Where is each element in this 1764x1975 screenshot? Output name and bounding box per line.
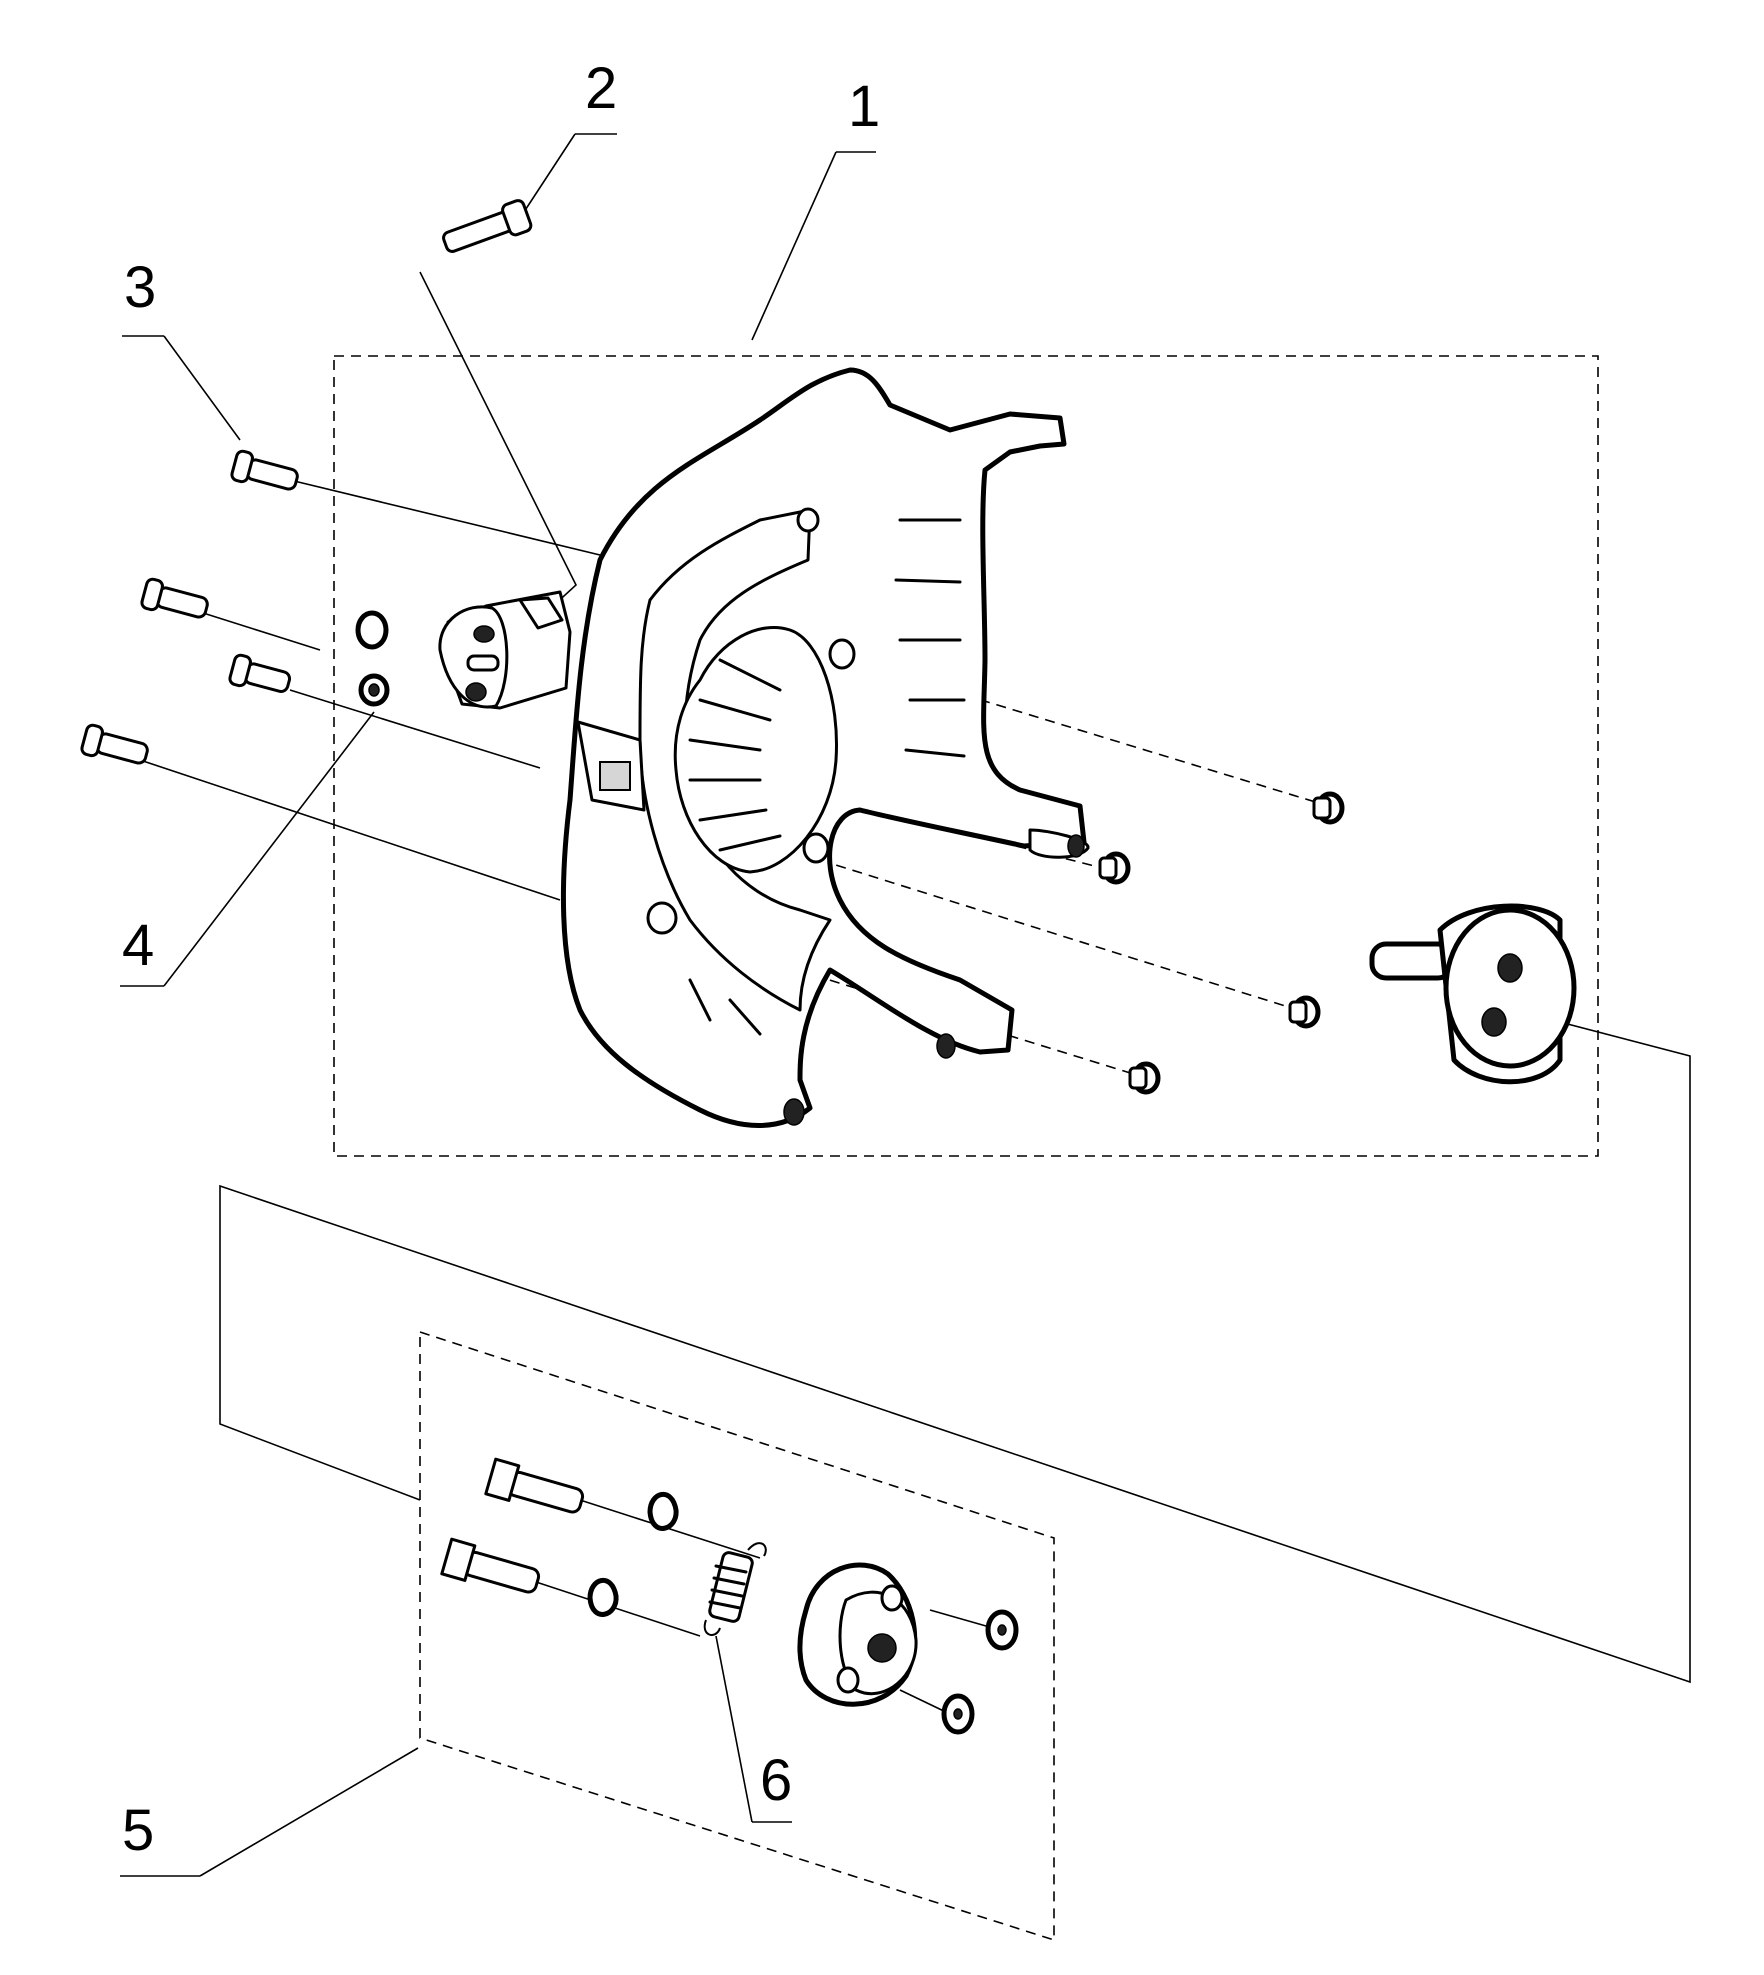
assembly-5-box <box>419 1330 1055 1942</box>
callout-1: 1 <box>751 74 880 341</box>
clutch-washer-lower <box>587 1577 619 1617</box>
callout-3: 3 <box>122 255 241 441</box>
callout-2: 2 <box>519 56 617 219</box>
svg-text:6: 6 <box>760 1748 792 1813</box>
callout-6: 6 <box>715 1635 792 1823</box>
svg-text:3: 3 <box>124 255 156 320</box>
bolt-2 <box>442 199 533 253</box>
clutch-washer-right-upper <box>985 1609 1019 1651</box>
nut-right-3 <box>1288 995 1321 1029</box>
svg-text:1: 1 <box>848 74 880 139</box>
bolt-upper-left <box>140 577 209 619</box>
bolt-lower-left <box>80 723 149 765</box>
svg-text:5: 5 <box>122 1798 154 1863</box>
clutch-shoe <box>797 1562 918 1707</box>
assembly-1-box <box>333 355 1599 1157</box>
svg-text:2: 2 <box>585 56 617 121</box>
bolt-3 <box>230 449 299 491</box>
nut-right-1 <box>1312 791 1345 825</box>
nut-right-2 <box>1098 851 1131 885</box>
clutch-bolt-lower <box>440 1537 541 1594</box>
nut-4 <box>358 673 390 707</box>
callout-5: 5 <box>120 1747 419 1877</box>
clutch-spring-6 <box>703 1542 767 1636</box>
washer-ring <box>355 610 389 650</box>
nut-right-4 <box>1128 1061 1161 1095</box>
clutch-washer-right-lower <box>941 1693 975 1735</box>
fan-blades <box>688 658 782 852</box>
housing-ribs <box>688 518 966 1036</box>
svg-text:4: 4 <box>122 913 154 978</box>
fan-housing <box>560 367 1090 1128</box>
clutch-bolt-upper <box>484 1457 585 1514</box>
motor-mount <box>438 590 572 710</box>
callout-4: 4 <box>120 711 375 987</box>
bolt-middle-left <box>228 653 292 693</box>
clutch-washer-upper <box>647 1491 679 1531</box>
clutch-drum <box>1369 903 1577 1085</box>
